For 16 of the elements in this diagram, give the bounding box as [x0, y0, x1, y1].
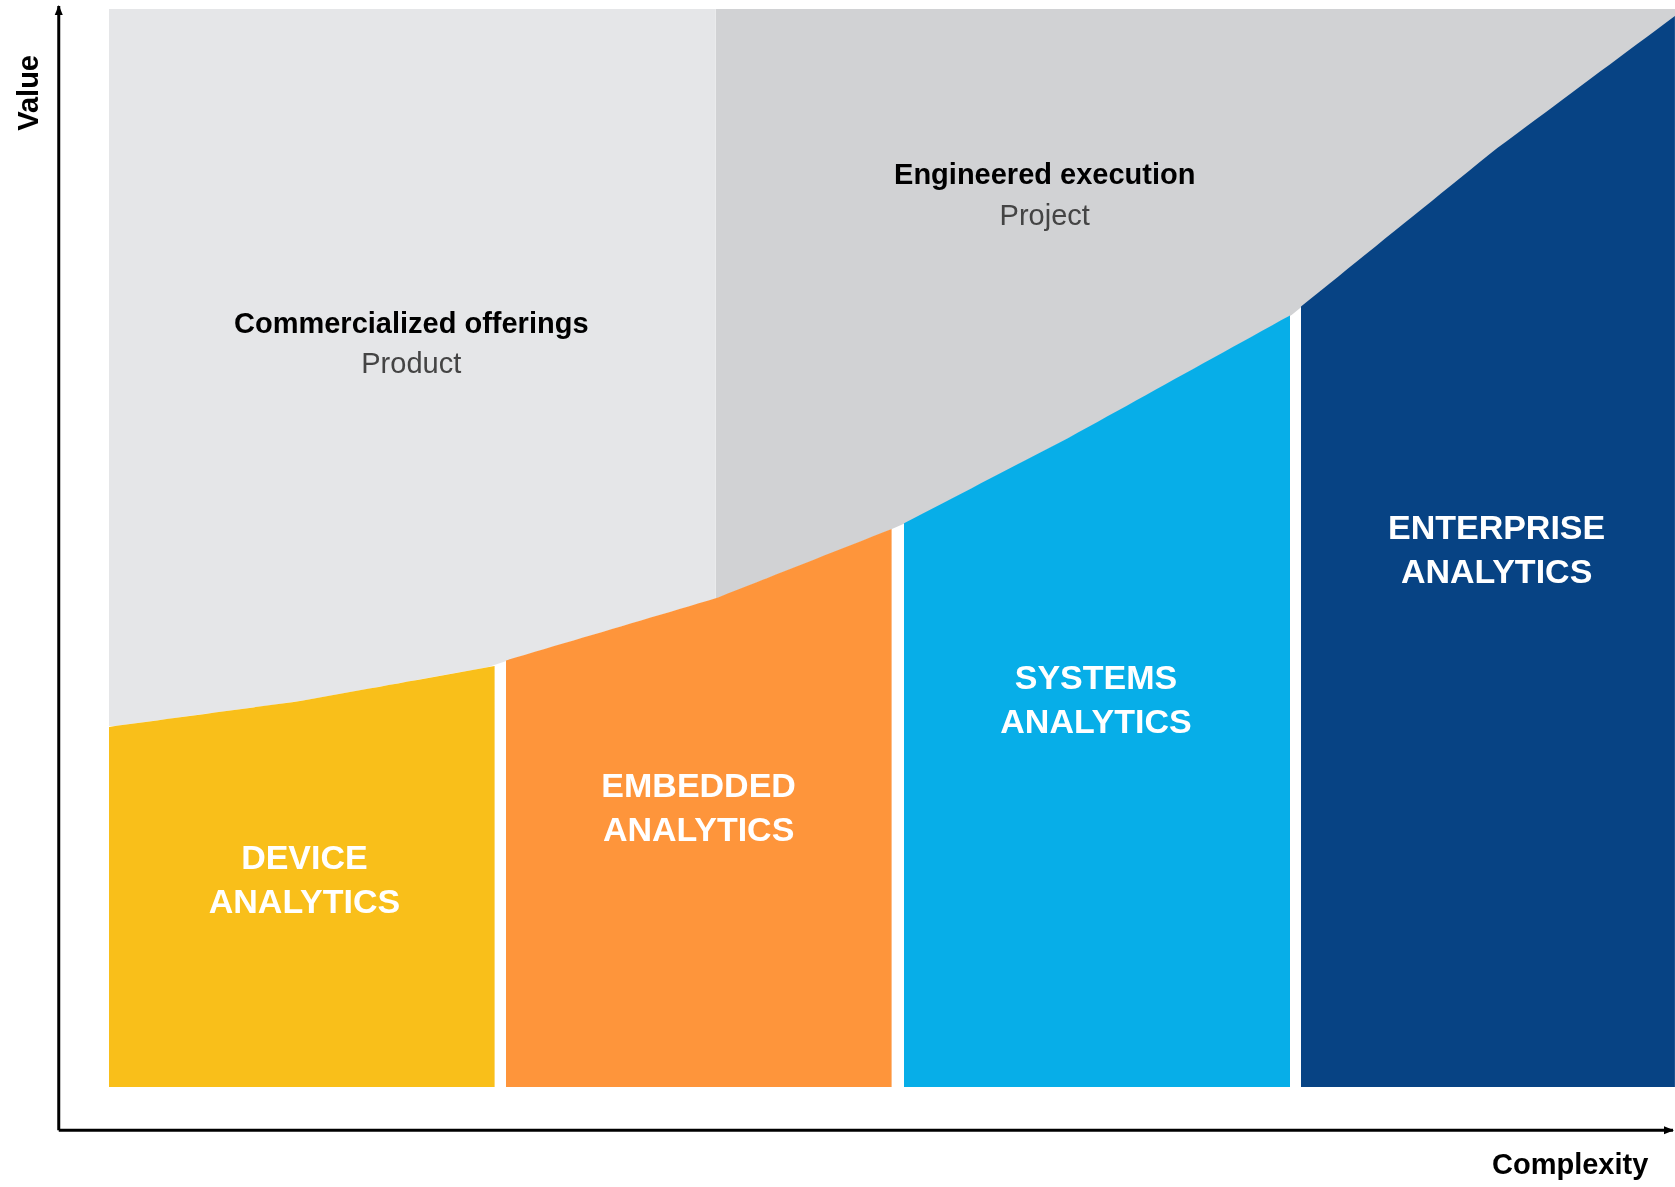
axis-label: Complexity [1492, 1148, 1649, 1181]
column-shape [506, 528, 892, 1088]
column-label: SYSTEMS ANALYTICS [999, 656, 1193, 742]
column-label: EMBEDDED ANALYTICS [600, 764, 797, 850]
band-subtitle: Project [999, 198, 1090, 232]
band-heading: Engineered execution [894, 158, 1196, 192]
column-label: ENTERPRISE ANALYTICS [1386, 507, 1607, 593]
column-label: DEVICE ANALYTICS [207, 837, 402, 923]
region-band [715, 8, 1675, 599]
region-band [108, 8, 716, 727]
band-heading: Commercialized offerings [234, 306, 589, 340]
band-subtitle: Product [361, 347, 462, 381]
column-shape [108, 665, 495, 1088]
column-shape [903, 315, 1291, 1088]
column-shape [1301, 16, 1675, 1088]
axis-label: Value [12, 55, 45, 131]
